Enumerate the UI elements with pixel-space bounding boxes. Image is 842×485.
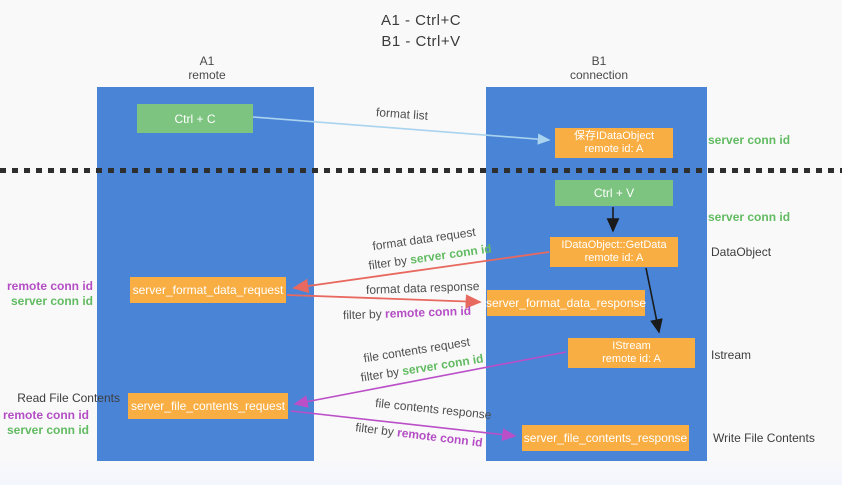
getdata-line2: remote id: A bbox=[584, 252, 644, 264]
save-idataobject-line1: 保存IDataObject bbox=[573, 130, 655, 142]
server-file-contents-response-node: server_file_contents_response bbox=[522, 425, 689, 451]
column-a-header: A1 remote bbox=[137, 54, 277, 82]
server-format-data-request-label: server_format_data_request bbox=[132, 283, 284, 297]
istream-line2: remote id: A bbox=[602, 353, 661, 365]
server-format-data-request-node: server_format_data_request bbox=[130, 277, 286, 303]
format-list-edge-label: format list bbox=[375, 105, 429, 123]
read-file-contents-label: Read File Contents bbox=[17, 391, 120, 405]
server-format-data-response-node: server_format_data_response bbox=[485, 290, 647, 316]
column-a-name: A1 bbox=[199, 54, 215, 68]
filter-by-text: filter by bbox=[342, 306, 382, 323]
dataobject-label: DataObject bbox=[711, 245, 772, 259]
format-data-response-filter-label: filter by remote conn id bbox=[343, 304, 471, 322]
remote-conn-id-label-1: remote conn id bbox=[6, 279, 93, 293]
server-file-contents-request-node: server_file_contents_request bbox=[128, 393, 288, 419]
istream-line1: IStream bbox=[612, 340, 651, 352]
server-file-contents-response-label: server_file_contents_response bbox=[523, 431, 688, 445]
column-b-subtitle: connection bbox=[569, 68, 629, 82]
istream-side-label: Istream bbox=[711, 348, 752, 362]
server-format-data-response-label: server_format_data_response bbox=[485, 296, 647, 310]
server-file-contents-request-label: server_file_contents_request bbox=[130, 399, 286, 413]
diagram-title: A1 - Ctrl+C B1 - Ctrl+V bbox=[0, 10, 842, 52]
ctrl-v-node: Ctrl + V bbox=[555, 180, 673, 206]
server-conn-id-label-left-2: server conn id bbox=[6, 423, 89, 437]
title-line-1: A1 - Ctrl+C bbox=[380, 12, 462, 29]
title-line-2: B1 - Ctrl+V bbox=[381, 33, 461, 50]
filter-remote-conn-id: remote conn id bbox=[396, 425, 484, 450]
ctrl-v-label: Ctrl + V bbox=[593, 186, 635, 200]
ctrl-c-node: Ctrl + C bbox=[137, 104, 253, 133]
write-file-contents-label: Write File Contents bbox=[713, 431, 815, 445]
server-conn-id-label-mid: server conn id bbox=[708, 210, 791, 224]
filter-by-text: filter by bbox=[354, 420, 395, 439]
server-conn-id-label-top: server conn id bbox=[708, 133, 791, 147]
ctrl-c-label: Ctrl + C bbox=[174, 111, 216, 126]
remote-conn-id-label-2: remote conn id bbox=[2, 408, 89, 422]
machine-boundary-dotted-line bbox=[0, 168, 842, 173]
server-conn-id-label-left-1: server conn id bbox=[10, 294, 93, 308]
filter-by-text: filter by bbox=[367, 253, 408, 273]
save-idataobject-line2: remote id: A bbox=[584, 143, 644, 155]
filter-remote-conn-id: remote conn id bbox=[384, 303, 472, 321]
format-data-response-edge-label: format data response bbox=[365, 279, 480, 297]
file-contents-response-filter-label: filter by remote conn id bbox=[355, 420, 484, 450]
column-b-header: B1 connection bbox=[529, 54, 669, 82]
istream-node: IStream remote id: A bbox=[568, 338, 695, 368]
column-b-name: B1 bbox=[591, 54, 607, 68]
column-a-subtitle: remote bbox=[188, 68, 226, 82]
idataobject-getdata-node: IDataObject::GetData remote id: A bbox=[550, 237, 678, 267]
getdata-line1: IDataObject::GetData bbox=[561, 239, 667, 251]
save-idataobject-node: 保存IDataObject remote id: A bbox=[555, 128, 673, 158]
filter-by-text: filter by bbox=[359, 364, 401, 385]
file-contents-response-edge-label: file contents response bbox=[374, 395, 493, 423]
